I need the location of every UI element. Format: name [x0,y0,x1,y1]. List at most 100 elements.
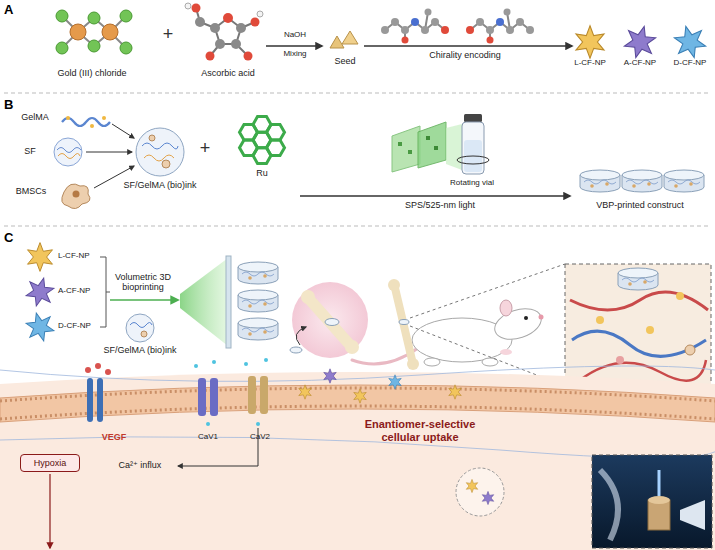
calcium-channel [256,422,260,426]
panel-letter: B [4,98,24,113]
ascorbic-acid-molecule [257,11,263,17]
light-projection-panels [446,124,462,170]
gelma-chain [66,116,70,120]
ascorbic-acid-molecule [210,23,220,33]
nanoparticle-star [622,23,657,62]
panel-divider [4,93,711,226]
calcium-channel [210,378,218,416]
bioink-sphere [142,143,178,149]
chiral-molecule [476,18,484,26]
hypoxia-arrow [50,474,51,548]
cell-cytoplasm [0,406,715,419]
component-arrows [86,124,134,188]
ascorbic-acid-molecule [251,18,260,27]
chiral-molecule [504,9,511,16]
ascorbic-acid-molecule [192,4,201,13]
panel-letter: A [4,3,24,18]
femur-bone [395,288,412,360]
printed-construct [238,262,278,340]
gelma-chain [102,116,106,120]
ascorbic-acid-molecule [185,3,263,61]
nanoparticle-uptake [449,385,461,399]
chiral-molecule [506,26,514,34]
gold-chloride-molecule [56,10,68,22]
light-projection-panels [392,126,420,172]
silk-fibroin-icon [57,148,81,153]
light-projection-panels [434,146,438,150]
step-label: Chirality encoding [405,50,525,60]
rotating-vial [464,114,482,122]
nanoparticle-star [24,275,56,309]
rat-illustration [491,303,545,344]
microscopy-inset [658,470,661,496]
plus-sign: + [195,138,215,159]
printing-arrow [300,195,570,196]
receptor-label: VEGF [94,432,134,442]
zoom-leader [410,264,565,318]
printed-construct [664,170,704,192]
cell-cytoplasm [0,366,715,381]
condition-box: Hypoxia [20,454,80,472]
gold-chloride-molecule [56,42,68,54]
chiral-molecule [486,26,494,34]
ascorbic-acid-molecule [185,3,191,9]
calcium-channel [178,466,258,467]
chiral-molecule [496,18,504,26]
microscopy-inset [680,500,705,530]
component-label: SF [10,146,50,156]
silk-fibroin-icon [54,138,82,166]
nanoparticle-uptake [389,375,401,389]
bioink-sphere [126,314,154,342]
calcium-channel [260,376,268,414]
implant-site-circle [325,319,339,326]
printing-arrow [300,196,570,197]
panel-divider [4,93,711,94]
vegf-receptor [97,378,103,422]
bioink-sphere [130,323,152,328]
implant-site-circle [290,347,302,353]
vegf-receptor [85,363,111,422]
light-projection-panels [408,150,412,154]
chiral-molecule [421,26,429,34]
nanoparticle-label: D-CF-NP [58,321,108,330]
reaction-arrow [266,46,322,47]
bioink-sphere [149,135,155,141]
light-projection-panels [426,136,430,140]
vegf-receptor [105,369,111,375]
bioink-sphere [141,331,147,337]
calcium-channel [206,422,210,426]
nanoparticle-star [24,310,56,344]
ascorbic-acid-molecule [236,23,246,33]
seed-particles [342,31,358,44]
nanoparticle-label: A-CF-NP [615,58,665,67]
nanoparticle-uptake [299,385,311,399]
step-label: SPS/525-nm light [385,200,495,210]
silk-fibroin-icon [54,138,82,166]
rat-illustration [424,358,440,366]
gold-chloride-molecule [120,42,132,54]
gold-chloride-molecule [120,10,132,22]
step-label: Volumetric 3D bioprinting [107,272,179,293]
chiral-molecule [431,18,439,26]
bioink-label: SF/GelMA (bio)ink [90,345,190,355]
chirality-arrow [364,45,572,46]
printed-construct [580,170,620,192]
box-text: Hypoxia [34,458,67,468]
bioink-sphere [136,128,184,176]
bone-tissue-inset [596,316,604,324]
printed-construct [238,262,278,284]
ruthenium-complex [240,117,285,164]
bioink-sphere [136,128,184,176]
mechanism-title: Enantiomer-selective cellular uptake [345,418,495,443]
chiral-molecule [391,18,399,26]
microscopy-inset [648,496,670,504]
implant-site-circle [296,327,306,345]
chirality-arrow [364,46,572,47]
hypoxia-arrow [49,474,50,548]
reagent-label: Ascorbic acid [188,68,268,78]
rotating-vial [457,114,489,174]
rotating-vial [457,156,489,164]
gold-chloride-molecule [56,10,132,54]
bioink-sphere [144,155,174,161]
